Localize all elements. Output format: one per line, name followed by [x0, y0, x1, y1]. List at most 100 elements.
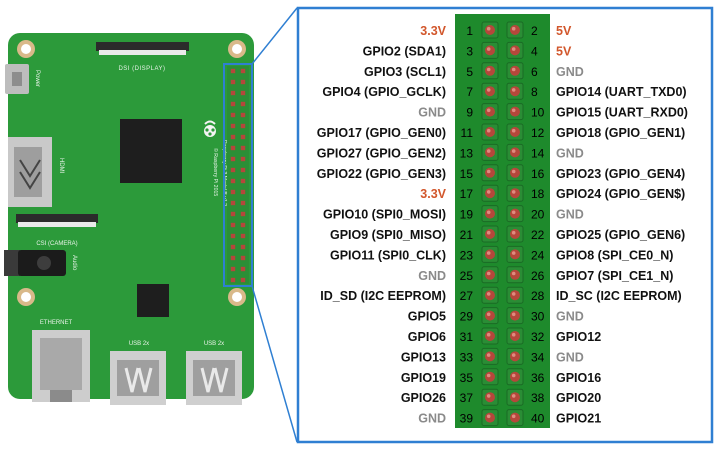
pin-hole: [510, 65, 520, 76]
board-pin: [240, 266, 246, 272]
pin-highlight: [486, 251, 491, 255]
pin-number-right: 14: [531, 146, 545, 160]
pin-label-left: GPIO5: [408, 310, 446, 324]
pin-label-left: GPIO26: [401, 391, 446, 405]
pin-highlight: [486, 394, 491, 398]
raspberry-pi-board: DSI (DISPLAY) Power HDMI Raspberry Pi 3 …: [4, 7, 298, 443]
dsi-label: DSI (DISPLAY): [118, 66, 165, 72]
pin-number-right: 24: [531, 248, 545, 262]
pin-number-right: 38: [531, 391, 545, 405]
pin-label-right: GPIO23 (GPIO_GEN4): [556, 167, 685, 181]
pin-label-right: 5V: [556, 24, 572, 38]
pin-highlight: [511, 251, 516, 255]
board-pin: [240, 244, 246, 250]
pin-label-right: GND: [556, 146, 584, 160]
pin-hole: [485, 188, 495, 199]
board-pin: [230, 266, 236, 272]
pin-number-right: 30: [531, 310, 545, 324]
pin-highlight: [486, 67, 491, 72]
audio-label: Audio: [71, 255, 77, 271]
pin-label-right: GPIO8 (SPI_CE0_N): [556, 248, 673, 262]
pin-label-right: GND: [556, 350, 584, 364]
pin-highlight: [486, 414, 491, 419]
pin-highlight: [511, 26, 516, 31]
pin-label-right: GND: [556, 310, 584, 324]
dsi-connector: DSI (DISPLAY): [96, 42, 189, 72]
board-pin: [230, 145, 236, 151]
hdmi-label: HDMI: [58, 158, 64, 174]
pin-hole: [485, 127, 495, 137]
pin-highlight: [486, 292, 491, 296]
pin-highlight: [511, 149, 516, 153]
pin-label-right: GPIO24 (GPIO_GEN$): [556, 187, 685, 201]
pin-number-left: 15: [460, 167, 474, 181]
pin-number-left: 17: [460, 187, 474, 201]
pin-highlight: [511, 394, 516, 398]
pin-highlight: [511, 108, 516, 113]
pin-label-right: GPIO14 (UART_TXD0): [556, 85, 687, 99]
pin-highlight: [511, 169, 516, 174]
pin-number-right: 16: [531, 167, 545, 181]
pin-hole: [510, 208, 520, 219]
pin-number-right: 2: [531, 24, 538, 38]
pin-hole: [510, 269, 520, 280]
pin-label-right: GPIO21: [556, 412, 601, 426]
pin-hole: [485, 208, 495, 219]
pin-hole: [510, 147, 520, 158]
board-pin: [230, 178, 236, 184]
csi-label: CSI (CAMERA): [36, 241, 77, 247]
board-gpio-header: [223, 63, 253, 287]
pin-hole: [485, 25, 495, 35]
pin-hole: [510, 127, 520, 137]
pin-number-left: 21: [460, 228, 474, 242]
pin-label-left: GND: [418, 269, 446, 283]
pin-number-left: 33: [460, 350, 474, 364]
pin-highlight: [486, 128, 491, 133]
board-pin: [230, 211, 236, 217]
pin-label-left: GND: [418, 106, 446, 120]
pin-label-left: GPIO2 (SDA1): [363, 44, 446, 58]
pin-highlight: [511, 271, 516, 276]
board-pin: [230, 277, 236, 283]
pin-number-right: 36: [531, 371, 545, 385]
pin-label-left: GPIO19: [401, 371, 446, 385]
pin-label-left: GPIO10 (SPI0_MOSI): [323, 208, 446, 222]
pin-number-left: 27: [460, 289, 474, 303]
ethernet-connector: ETHERNET: [32, 320, 90, 402]
pin-highlight: [486, 149, 491, 153]
pin-label-left: GPIO22 (GPIO_GEN3): [317, 167, 446, 181]
pin-hole: [510, 45, 520, 56]
pin-hole: [510, 25, 520, 35]
pin-hole: [485, 412, 495, 423]
pin-number-left: 29: [460, 310, 474, 324]
pin-hole: [510, 106, 520, 117]
pin-number-right: 34: [531, 350, 545, 364]
board-pin: [240, 101, 246, 107]
pin-highlight: [486, 190, 491, 194]
pin-label-left: GPIO4 (GPIO_GCLK): [322, 85, 446, 99]
pin-highlight: [486, 26, 491, 31]
board-copyright-text: © Raspberry Pi 2015: [212, 148, 219, 196]
pin-number-right: 28: [531, 289, 545, 303]
pin-highlight: [486, 88, 491, 92]
pin-number-left: 11: [461, 126, 474, 140]
pin-number-right: 20: [531, 208, 545, 222]
pin-highlight: [511, 353, 516, 357]
pin-label-right: GPIO20: [556, 391, 601, 405]
pin-hole: [485, 392, 495, 403]
zoom-line-bottom: [251, 285, 298, 443]
board-pin: [240, 156, 246, 162]
pin-number-left: 25: [460, 269, 474, 283]
board-pin: [240, 233, 246, 239]
pin-number-right: 26: [531, 269, 545, 283]
board-pin: [240, 167, 246, 173]
